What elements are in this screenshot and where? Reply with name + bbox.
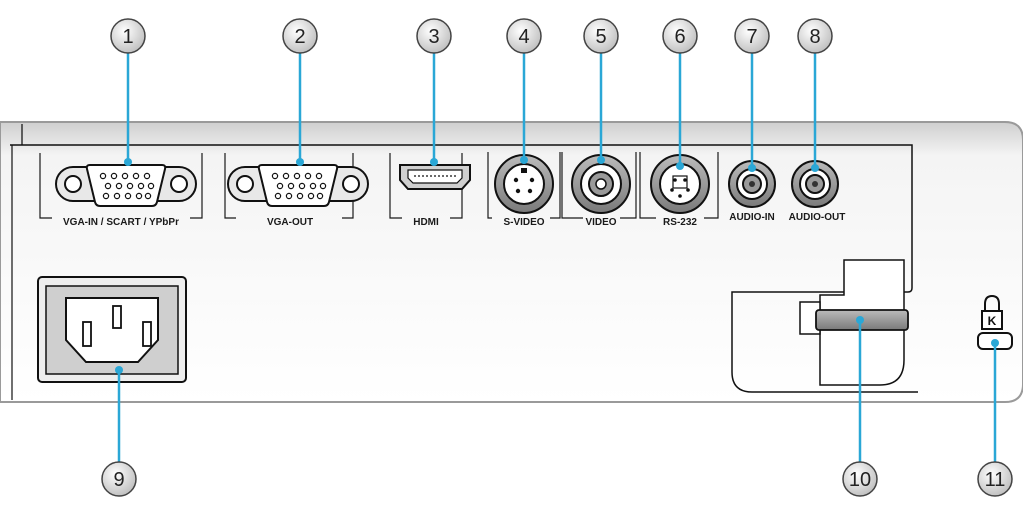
- audio-out-label: AUDIO-OUT: [789, 212, 846, 223]
- leader-lines: [117, 52, 997, 462]
- callout-8: 8: [809, 26, 820, 48]
- video-label: VIDEO: [585, 217, 616, 228]
- s-video-label: S-VIDEO: [503, 217, 544, 228]
- callout-2: 2: [294, 26, 305, 48]
- callout-3: 3: [428, 26, 439, 48]
- leader-dots: [115, 156, 999, 374]
- hdmi-label: HDMI: [413, 217, 439, 228]
- kensington-lock-icon: K: [977, 294, 1013, 350]
- audio-in-label: AUDIO-IN: [729, 212, 775, 223]
- callout-10: 10: [849, 469, 871, 491]
- rs232-label: RS-232: [663, 217, 697, 228]
- callout-1: 1: [122, 26, 133, 48]
- callout-11: 11: [985, 469, 1006, 491]
- vga-in-port: [55, 164, 197, 207]
- callout-9: 9: [113, 469, 124, 491]
- svg-text:K: K: [988, 314, 997, 328]
- rs232-port: [650, 154, 710, 214]
- callout-circles: [101, 18, 1013, 497]
- callout-6: 6: [674, 26, 685, 48]
- callout-5: 5: [595, 26, 606, 48]
- audio-out-port: [791, 160, 839, 208]
- vga-out-label: VGA-OUT: [267, 217, 313, 228]
- vga-in-label: VGA-IN / SCART / YPbPr: [63, 217, 179, 228]
- vga-out-port: [227, 164, 369, 207]
- hdmi-port: [399, 164, 471, 190]
- audio-in-port: [728, 160, 776, 208]
- callout-7: 7: [746, 26, 757, 48]
- video-port: [571, 154, 631, 214]
- callout-4: 4: [518, 26, 529, 48]
- power-socket: [37, 276, 187, 383]
